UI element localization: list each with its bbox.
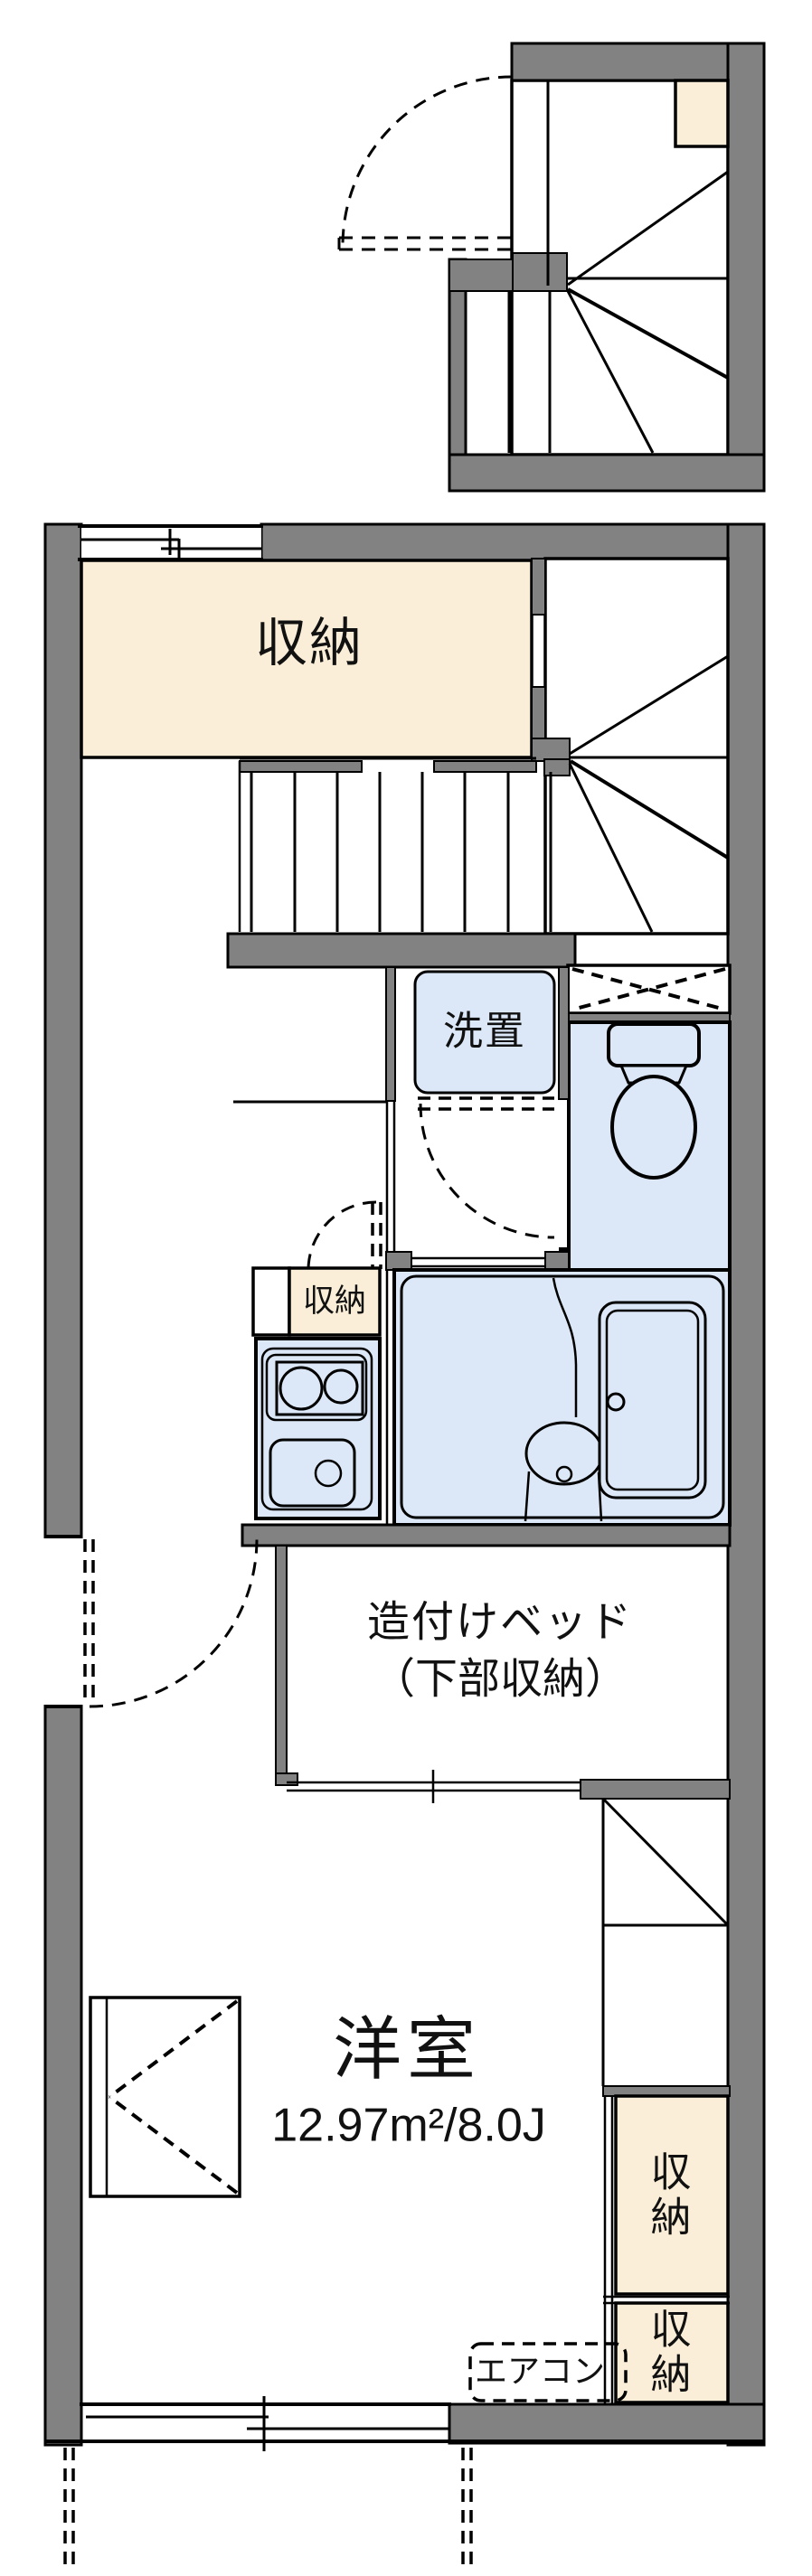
door-arc-icon: [337, 75, 513, 251]
room-name-label: 洋室: [333, 2011, 481, 2089]
door-arc-icon: [307, 1200, 382, 1271]
bed-label-line1: 造付けベッド: [367, 1597, 633, 1646]
stove-icon: [265, 1353, 368, 1422]
bathroom: [392, 1268, 732, 1527]
stair-lower-wall: [226, 932, 577, 969]
storage-room: [80, 559, 533, 759]
shelf-cross-icon: [566, 964, 732, 1015]
washer-space: [413, 970, 556, 1095]
closet-lower-label: 収納: [650, 2306, 692, 2397]
window-bottom: [45, 2396, 764, 2451]
upper-stair-room: [337, 42, 766, 493]
stairs-winder-icon: [507, 80, 729, 454]
kitchen: [251, 1266, 382, 1520]
closet-upper: [614, 2094, 730, 2296]
kitchen-storage-box: [288, 1266, 382, 1337]
stairs-straight-icon: [238, 757, 552, 932]
toilet-icon: [607, 1022, 701, 1180]
sink-icon: [269, 1438, 356, 1508]
bathtub-icon: [598, 1301, 707, 1500]
washer-label: 洗置: [443, 1009, 526, 1054]
door-arc-icon: [418, 1096, 555, 1239]
room-area-label: 12.97m²/8.0J: [271, 2099, 546, 2152]
casement-window-icon: [89, 1996, 241, 2198]
aircon-label: エアコン: [474, 2352, 606, 2390]
stairs-winder-icon: [568, 654, 730, 933]
aircon-box: [468, 2342, 628, 2402]
built-in-bed: [275, 1545, 731, 1803]
balcony-boundary-lines: [63, 2448, 473, 2572]
right-closet-column: [601, 1798, 731, 2404]
closet-lower: [614, 2301, 730, 2404]
storage-room-label: 収納: [254, 613, 364, 672]
entry-door: [43, 1535, 259, 1708]
stairwell-floor: [543, 557, 730, 935]
kitchen-storage-label: 収納: [302, 1283, 367, 1320]
bed-label-line2: （下部収納）: [373, 1654, 628, 1703]
door-arc-icon: [89, 1538, 259, 1708]
closet-upper-label: 収納: [650, 2148, 692, 2240]
upper-shelf: [674, 79, 730, 148]
washbasin-icon: [524, 1421, 604, 1522]
